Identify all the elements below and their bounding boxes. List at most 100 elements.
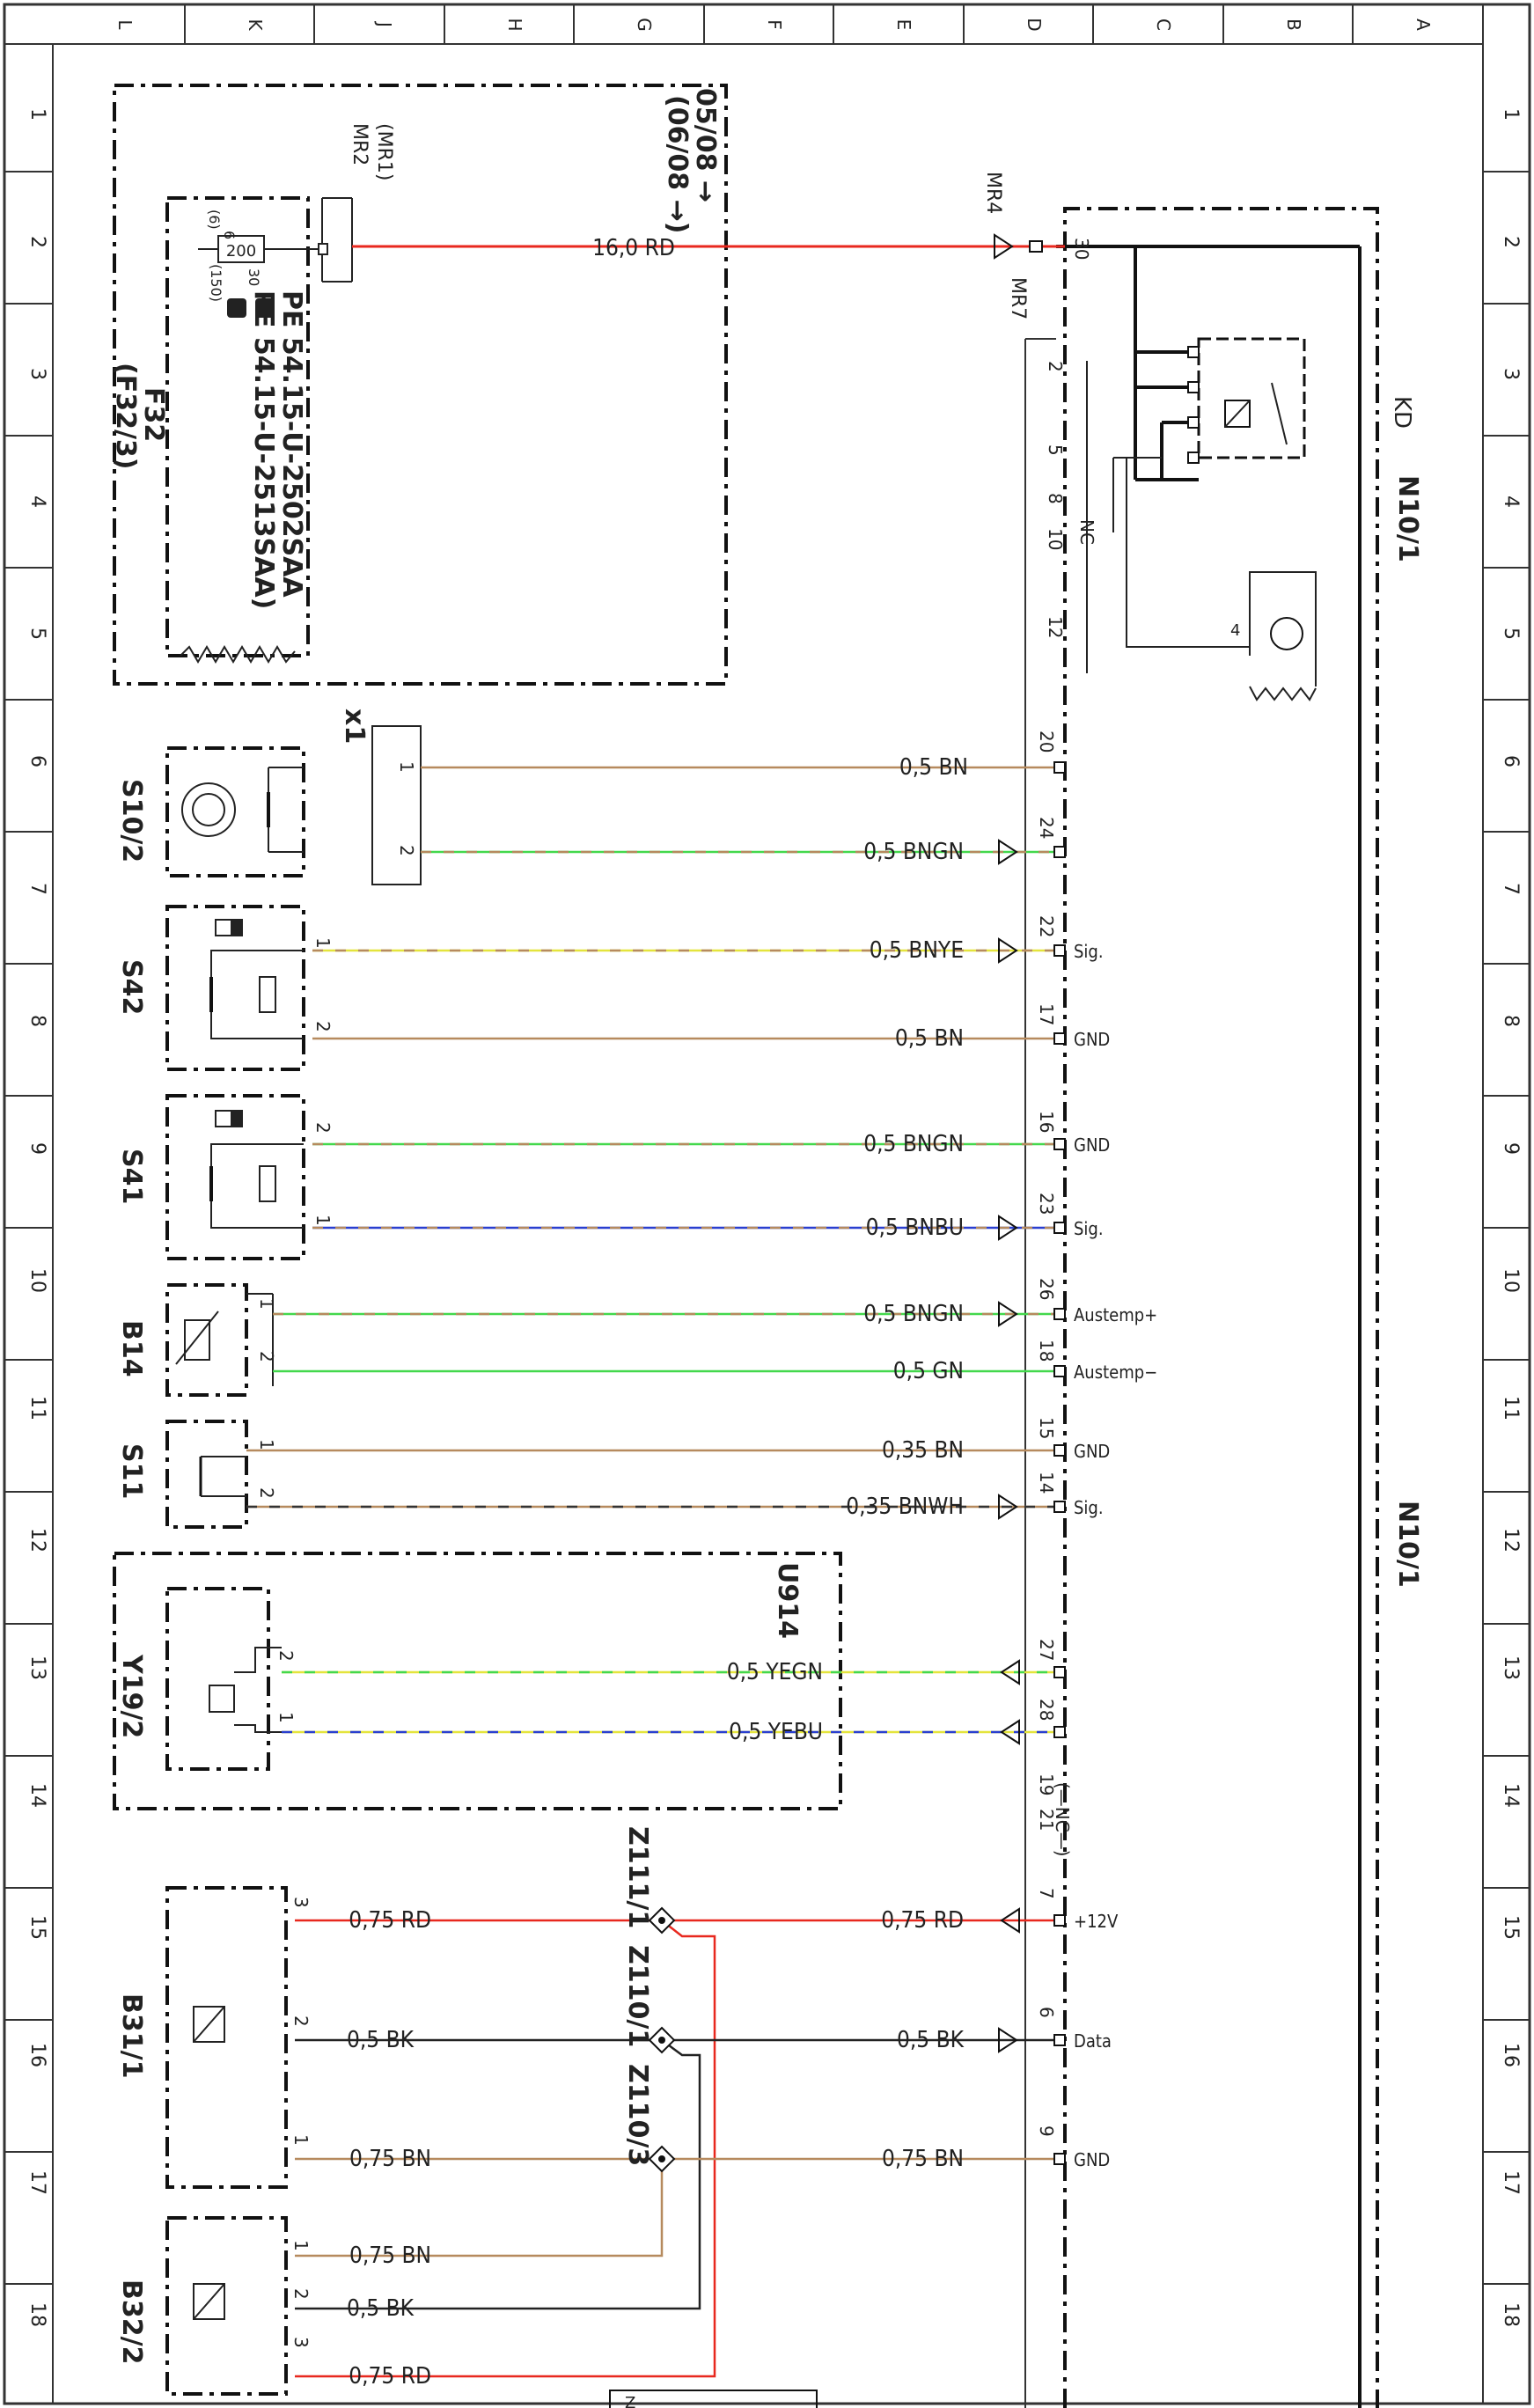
wire-label: 0,75 RD [881, 1907, 964, 1934]
pin-label: 7 [1036, 1888, 1057, 1899]
hand-pointer-icon [255, 298, 275, 318]
pin-label: 16 [1036, 1111, 1057, 1133]
switch-s42: S42 1 2 [116, 905, 334, 1071]
wire-label: 0,5 BN [895, 1025, 964, 1052]
pin-label: 21 [1036, 1809, 1057, 1831]
wire-label: 0,5 YEGN [727, 1659, 823, 1685]
fuse-box-label: F32 [138, 387, 169, 442]
row-label: 1 [1500, 108, 1522, 121]
row-label: 17 [26, 2170, 48, 2195]
row-label: 4 [1500, 496, 1522, 508]
wire-label: 0,5 BK [347, 2295, 415, 2322]
signal-label: Austemp+ [1074, 1304, 1157, 1325]
row-label: 5 [1500, 628, 1522, 640]
signal-wires: 0,5 BN 20 0,5 BNGN 24 0,5 BNYE 22 Sig. 0… [246, 730, 1157, 1831]
col-label: E [893, 19, 914, 31]
row-label: 6 [1500, 755, 1522, 767]
unit-label: U914 [772, 1562, 803, 1639]
nc-label: NC [1076, 519, 1097, 545]
col-label: B [1283, 18, 1304, 31]
signal-label: GND [1074, 1441, 1110, 1462]
sensor-b14: B14 1 2 [116, 1283, 277, 1397]
connector-label: x1 [339, 708, 370, 744]
row-label: 1 [26, 108, 48, 121]
module-label-2: N10/1 [1392, 1501, 1423, 1588]
wire-label: 0,35 BN [882, 1437, 964, 1464]
switch-s10-2: S10/2 x1 1 2 [116, 708, 422, 885]
component-label: B31/1 [116, 1993, 147, 2078]
row-label: 17 [1500, 2170, 1522, 2195]
wire-label: 0,35 BNWH [846, 1494, 964, 1520]
row-label: 16 [1500, 2043, 1522, 2067]
col-label: H [504, 18, 525, 31]
hand-pointer-icon [227, 298, 246, 318]
component-label: B14 [116, 1320, 147, 1377]
kd-label: KD [1389, 396, 1415, 429]
nc-label-2: (—NC—) [1052, 1782, 1073, 1857]
row-label: 2 [26, 236, 48, 248]
connector-x1 [371, 725, 422, 885]
signal-label: +12V [1074, 1911, 1119, 1932]
pin-label: 12 [1045, 616, 1066, 638]
pin-label: 18 [1036, 1340, 1057, 1362]
component-label: S11 [116, 1443, 147, 1499]
pin-label: 1 [290, 2134, 312, 2146]
col-label: A [1413, 18, 1434, 31]
pin-label: 9 [1036, 2125, 1057, 2137]
fuse-pin-150: (150) [208, 264, 224, 302]
pin-label: 27 [1036, 1639, 1057, 1661]
col-label: L [114, 19, 136, 30]
pin-label: 24 [1036, 817, 1057, 839]
signal-label: Sig. [1074, 1218, 1104, 1239]
module-terminals [1053, 761, 1066, 2165]
mr1-label: (MR1) [373, 123, 395, 180]
pin-label: 20 [1036, 730, 1057, 752]
pin-label: 2 [290, 2288, 312, 2300]
component-label: S42 [116, 959, 147, 1015]
pin-label: 1 [256, 1298, 277, 1310]
pin-label: 2 [290, 2015, 312, 2027]
mr4-label: MR4 [982, 172, 1004, 214]
signal-label: Sig. [1074, 1497, 1104, 1518]
pin-label: 1 [312, 937, 334, 949]
row-label: 6 [26, 755, 48, 767]
signal-label: Sig. [1074, 941, 1104, 962]
fuse-value: 200 [226, 242, 256, 261]
row-label: 3 [26, 368, 48, 380]
wire-label: 0,5 BN [899, 754, 968, 781]
pin-label: 1 [312, 1215, 334, 1226]
pin-label: 15 [1036, 1417, 1057, 1439]
wire-label: 0,75 BN [349, 2243, 431, 2269]
pin-label: 3 [290, 1897, 312, 1908]
pin-label: 26 [1036, 1278, 1057, 1300]
fuse-box-date-a: 05/08 → [690, 88, 721, 202]
row-label: 5 [26, 628, 48, 640]
fuse-box-date-b: (06/08 →) [662, 95, 693, 233]
pin-label: 2 [256, 1487, 277, 1499]
pin-label: 19 [1036, 1773, 1057, 1795]
drawing-frame: L K J H G F E D C B A 1 1 2 2 3 3 4 4 5 … [3, 3, 1531, 2405]
wire-label: 0,5 BNGN [863, 839, 964, 865]
row-label: 7 [1500, 883, 1522, 895]
row-label: 8 [26, 1015, 48, 1027]
pin-label: 6 [1036, 2007, 1057, 2018]
row-label: 11 [1500, 1396, 1522, 1421]
splice-z111-1: Z111/1 [622, 1826, 676, 1934]
fuse-element [217, 235, 265, 263]
pin-label: 3 [290, 2337, 312, 2348]
pin-label: 5 [1045, 444, 1066, 456]
col-label: C [1153, 18, 1174, 31]
row-label: 15 [26, 1915, 48, 1940]
row-label: 2 [1500, 236, 1522, 248]
cutoff-label: Z [625, 2394, 635, 2408]
pin-label: 2 [256, 1351, 277, 1362]
row-label: 12 [1500, 1528, 1522, 1553]
col-label: F [764, 19, 785, 30]
pin-label: 2 [1045, 361, 1066, 372]
splice-label: Z111/1 [622, 1826, 653, 1928]
signal-label: Austemp− [1074, 1362, 1157, 1383]
unit-u914: U914 Y19/2 2 1 [113, 1552, 842, 1810]
pin-label: 1 [275, 1712, 297, 1723]
row-label: 13 [1500, 1656, 1522, 1680]
fuse-box-alt-label: (F32/3) [110, 363, 141, 470]
